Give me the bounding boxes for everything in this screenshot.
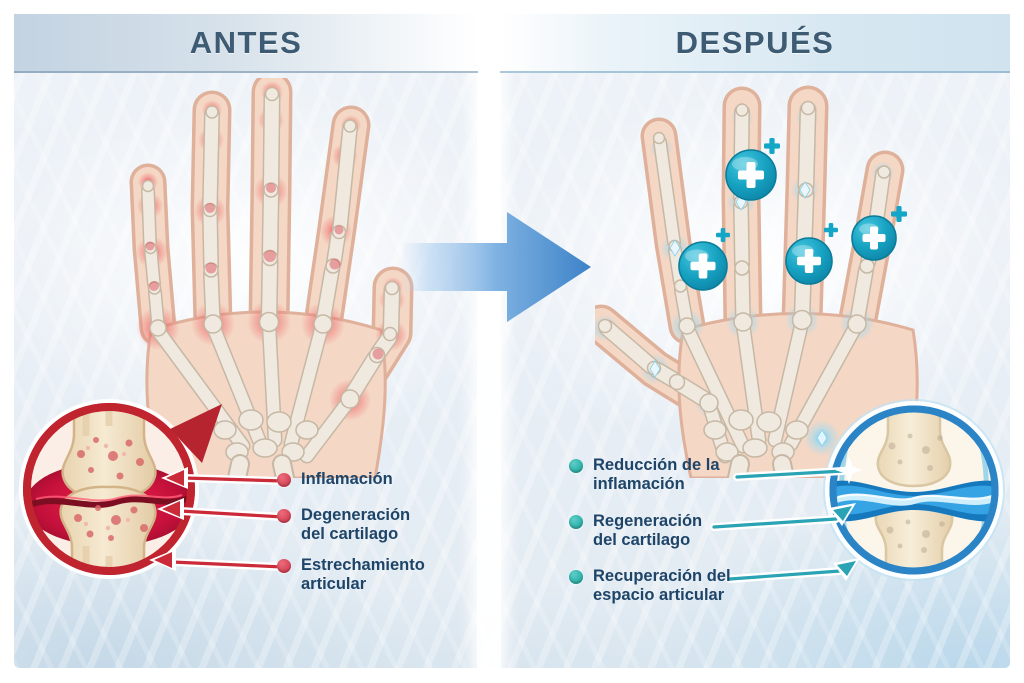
label-line: del cartilago (593, 531, 691, 549)
label-line: Recuperación del (593, 567, 731, 585)
label-item-recuperacion: Recuperación del espacio articular (569, 567, 731, 605)
after-hand-illustration (595, 85, 919, 478)
before-hand-illustration (129, 78, 414, 478)
label-line: Degeneración (301, 506, 411, 524)
before-joint-inset (19, 399, 199, 579)
label-item-inflamacion: Inflamación (277, 470, 393, 489)
panel-divider (477, 14, 501, 668)
bullet-icon (569, 515, 583, 529)
label-item-regeneracion: Regeneración del cartilago (569, 512, 702, 550)
after-header-band: DESPUÉS (500, 14, 1010, 73)
bullet-icon (277, 509, 291, 523)
label-line: espacio articular (593, 586, 725, 604)
label-line: inflamación (593, 475, 685, 493)
after-title: DESPUÉS (675, 25, 835, 60)
bullet-icon (569, 459, 583, 473)
label-line: Inflamación (301, 470, 393, 488)
bullet-icon (277, 559, 291, 573)
bullet-icon (277, 473, 291, 487)
label-line: del cartilago (301, 525, 399, 543)
before-title: ANTES (189, 25, 303, 60)
label-line: Regeneración (593, 512, 703, 530)
label-item-degeneracion: Degeneración del cartilago (277, 506, 410, 544)
after-joint-inset (823, 399, 1005, 581)
sparkle-plus-icon (716, 138, 907, 242)
label-line: Estrechamiento (301, 556, 425, 574)
plus-badge-icon (678, 149, 897, 291)
before-header-band: ANTES (14, 14, 478, 73)
bullet-icon (569, 570, 583, 584)
label-line: articular (301, 575, 367, 593)
label-line: Reducción de la (593, 456, 720, 474)
label-item-reduccion: Reducción de la inflamación (569, 456, 720, 494)
label-item-estrechamiento: Estrechamiento articular (277, 556, 425, 594)
